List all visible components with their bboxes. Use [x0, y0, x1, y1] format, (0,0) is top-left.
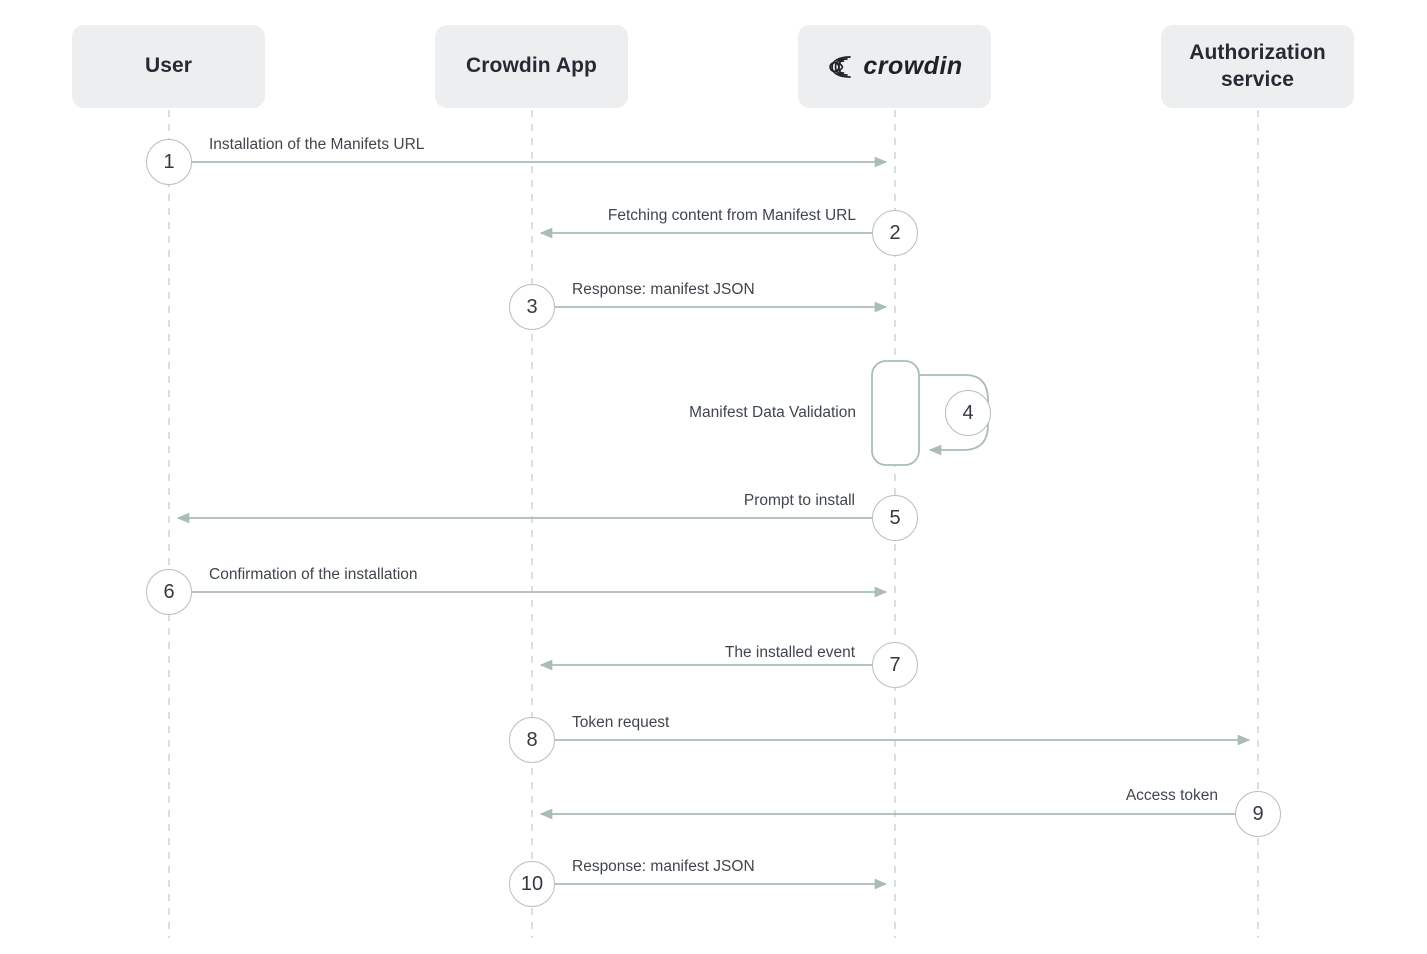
step-marker-1[interactable]: 1: [146, 139, 192, 185]
step-marker-10-number: 10: [520, 873, 544, 895]
message-arrows: [176, 156, 1251, 890]
message-label-8: Token request: [572, 714, 670, 731]
message-label-4: Manifest Data Validation: [689, 404, 856, 421]
step-marker-7-number: 7: [889, 654, 901, 676]
participant-crowdin-app[interactable]: Crowdin App: [435, 25, 628, 108]
message-label-7: The installed event: [724, 644, 855, 661]
step-marker-3-number: 3: [526, 296, 538, 318]
step-marker-2[interactable]: 2: [872, 210, 918, 256]
step-marker-5-number: 5: [889, 507, 901, 529]
participant-crowdin-app-label: Crowdin App: [466, 54, 597, 78]
message-label-9: Access token: [1125, 787, 1218, 804]
step-marker-7[interactable]: 7: [872, 642, 918, 688]
step-marker-1-number: 1: [163, 151, 175, 173]
step-marker-4-number: 4: [962, 402, 974, 424]
step-marker-9[interactable]: 9: [1235, 791, 1281, 837]
message-label-3: Response: manifest JSON: [572, 281, 755, 298]
step-marker-6-number: 6: [163, 581, 175, 603]
step-marker-8-number: 8: [526, 729, 538, 751]
crowdin-swirl-icon: [829, 55, 852, 78]
participant-auth-service-label: Authorization service: [1189, 41, 1326, 91]
participant-auth-service[interactable]: Authorization service: [1161, 25, 1354, 108]
step-marker-6[interactable]: 6: [146, 569, 192, 615]
step-marker-2-number: 2: [889, 222, 901, 244]
message-label-1: Installation of the Manifets URL: [209, 136, 425, 153]
message-label-6: Confirmation of the installation: [209, 566, 418, 583]
message-label-5: Prompt to install: [743, 492, 855, 509]
participant-user-label: User: [144, 54, 193, 78]
step-marker-3[interactable]: 3: [509, 284, 555, 330]
participant-crowdin[interactable]: crowdin: [798, 25, 991, 108]
step-marker-9-number: 9: [1252, 803, 1264, 825]
crowdin-logo: crowdin: [826, 52, 962, 82]
step-marker-8[interactable]: 8: [509, 717, 555, 763]
step-marker-10[interactable]: 10: [509, 861, 555, 907]
message-label-10: Response: manifest JSON: [572, 858, 755, 875]
participant-user[interactable]: User: [72, 25, 265, 108]
crowdin-logo-text: crowdin: [863, 52, 963, 80]
step-marker-5[interactable]: 5: [872, 495, 918, 541]
message-label-2: Fetching content from Manifest URL: [607, 207, 856, 224]
activation-box: [871, 360, 920, 466]
step-marker-4[interactable]: 4: [945, 390, 991, 436]
